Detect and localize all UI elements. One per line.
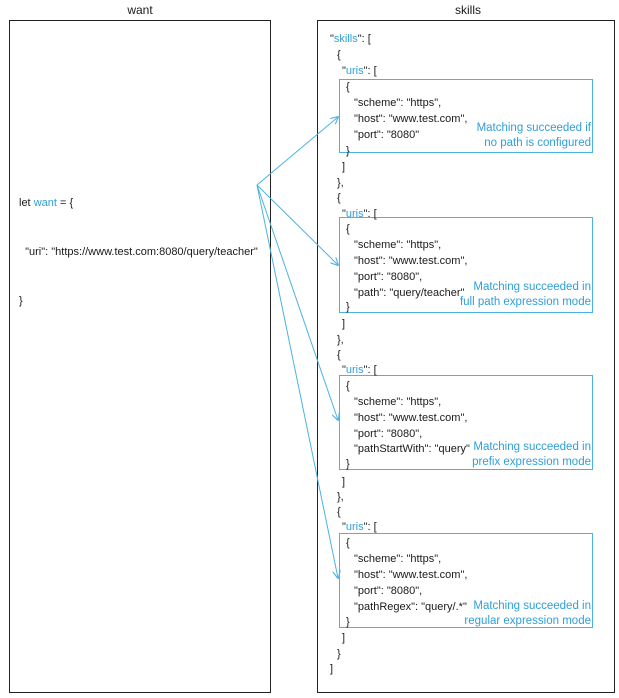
note-3: Matching succeeded in prefix expression … (472, 441, 591, 468)
block-1-brace-close: } (346, 145, 350, 157)
block-4-field-3: "port": "8080", (354, 585, 423, 597)
block-3-uris: "uris": [ (342, 362, 377, 378)
block-3-open: { (337, 349, 341, 361)
want-code: let want = { "uri": "https://www.test.co… (19, 163, 258, 325)
block-1-open: { (337, 49, 341, 61)
uris-bracket: ": [ (363, 65, 377, 77)
block-2-brace: { (346, 223, 350, 235)
block-2-bracket-close: ] (342, 318, 346, 330)
want-keyword: want (33, 197, 57, 210)
block-3-bracket-close: ] (342, 476, 346, 488)
want-line-1: let want = { (19, 195, 258, 211)
want-let: let (19, 197, 34, 210)
block-2-field-3: "port": "8080", (354, 271, 423, 283)
skills-open-line: "skills": [ (330, 31, 371, 47)
uri-match-box-4 (339, 533, 593, 628)
block-1-field-1: "scheme": "https", (354, 97, 442, 109)
block-2-field-4: "path": "query/teacher" (354, 287, 465, 299)
block-1-uris: "uris": [ (342, 63, 377, 79)
block-4-uris: "uris": [ (342, 519, 377, 535)
note-4: Matching succeeded in regular expression… (464, 600, 591, 627)
block-1-field-3: "port": "8080" (354, 129, 420, 141)
quote: " (342, 521, 346, 533)
uris-bracket: ": [ (363, 521, 377, 533)
block-4-bracket-close: ] (342, 632, 346, 644)
block-2-field-2: "host": "www.test.com", (354, 255, 468, 267)
block-4-open: { (337, 506, 341, 518)
quote: " (342, 364, 346, 376)
block-3-brace-close: } (346, 458, 350, 470)
block-4-field-1: "scheme": "https", (354, 553, 442, 565)
block-4-field-2: "host": "www.test.com", (354, 569, 468, 581)
block-1-field-2: "host": "www.test.com", (354, 113, 468, 125)
uris-keyword: uris (345, 364, 364, 376)
note-2: Matching succeeded in full path expressi… (459, 281, 591, 308)
skills-title: skills (455, 3, 481, 17)
skills-bracket: ": [ (357, 33, 371, 45)
arrow-to-block-2 (256, 184, 338, 265)
uri-match-box-2 (339, 217, 593, 313)
block-3-field-3: "port": "8080", (354, 428, 423, 440)
block-4-brace: { (346, 537, 350, 549)
uris-keyword: uris (345, 65, 364, 77)
uris-bracket: ": [ (363, 208, 377, 220)
want-title: want (127, 3, 153, 17)
uris-bracket: ": [ (363, 364, 377, 376)
block-3-field-2: "host": "www.test.com", (354, 412, 468, 424)
uris-keyword: uris (345, 208, 364, 220)
block-2-open: { (337, 192, 341, 204)
block-3-brace: { (346, 380, 350, 392)
block-4-field-4: "pathRegex": "query/.*" (354, 601, 467, 613)
arrow-to-block-1 (256, 117, 338, 186)
block-1-brace: { (346, 81, 350, 93)
want-uri-line: "uri": "https://www.test.com:8080/query/… (19, 246, 258, 259)
note-1: Matching succeeded if no path is configu… (476, 122, 591, 149)
block-4-brace-close: } (346, 616, 350, 628)
skills-panel (317, 20, 615, 693)
skills-keyword: skills (333, 33, 358, 45)
block-1-close: }, (337, 177, 344, 189)
want-close-line: } (19, 294, 23, 307)
quote: " (330, 33, 334, 45)
block-3-field-4: "pathStartWith": "query" (354, 443, 470, 455)
uris-keyword: uris (345, 521, 364, 533)
want-open: = { (56, 197, 74, 210)
block-2-brace-close: } (346, 301, 350, 313)
skills-close-line: ] (330, 663, 334, 675)
want-panel (9, 20, 271, 693)
arrow-to-block-4 (256, 184, 338, 578)
quote: " (342, 208, 346, 220)
arrow-to-block-3 (256, 184, 338, 420)
block-2-field-1: "scheme": "https", (354, 239, 442, 251)
block-2-close: }, (337, 334, 344, 346)
quote: " (342, 65, 346, 77)
block-3-close: }, (337, 491, 344, 503)
block-2-uris: "uris": [ (342, 206, 377, 222)
block-1-bracket-close: ] (342, 161, 346, 173)
block-3-field-1: "scheme": "https", (354, 396, 442, 408)
block-4-close: } (337, 648, 341, 660)
uri-match-box-3 (339, 375, 593, 470)
